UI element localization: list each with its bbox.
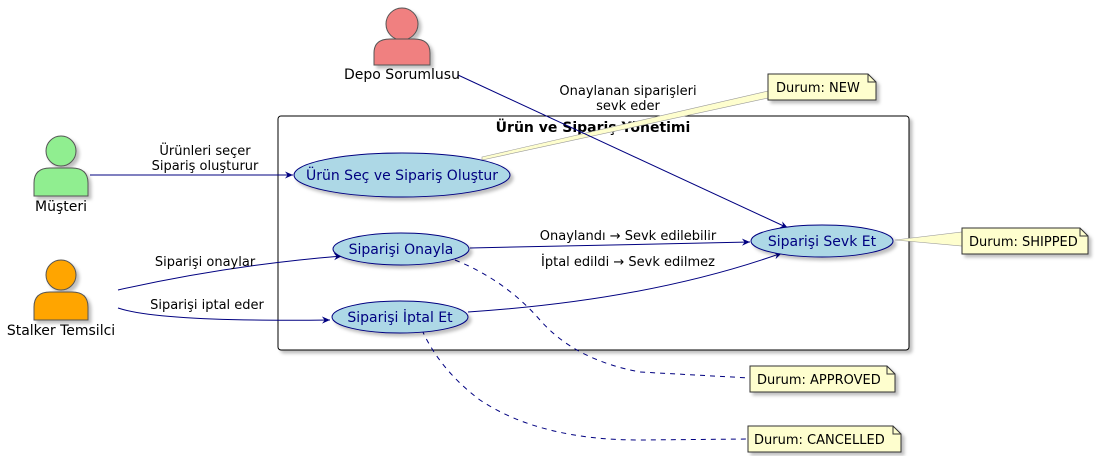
note-approved-link — [454, 259, 751, 379]
note-shipped: Durum: SHIPPED — [961, 227, 1089, 255]
edge-label-customer-2: Sipariş oluşturur — [152, 159, 259, 174]
actor-warehouse[interactable]: Depo Sorumlusu — [344, 7, 460, 83]
note-shipped-text: Durum: SHIPPED — [969, 235, 1078, 250]
edges — [90, 74, 789, 324]
actor-customer[interactable]: Müşteri — [33, 135, 89, 215]
note-approved-text: Durum: APPROVED — [757, 373, 881, 388]
edge-cancel-ship — [467, 252, 783, 313]
actor-sales-label: Stalker Temsilci — [7, 323, 115, 339]
edge-labels: Ürünleri seçer Sipariş oluşturur Onaylan… — [150, 84, 717, 313]
usecase-ship-label: Siparişi Sevk Et — [768, 234, 877, 250]
note-cancelled-link — [421, 329, 751, 441]
note-new: Durum: NEW — [767, 73, 877, 101]
sales-person-icon — [33, 259, 89, 321]
edge-warehouse-ship — [457, 74, 789, 229]
usecase-cancel-label: Siparişi İptal Et — [347, 308, 453, 326]
edge-label-approve-ship: Onaylandı → Sevk edilebilir — [540, 229, 717, 244]
usecase-cancel[interactable]: Siparişi İptal Et — [331, 300, 469, 334]
usecase-create-order[interactable]: Ürün Seç ve Sipariş Oluştur — [293, 152, 511, 198]
note-cancelled: Durum: CANCELLED — [747, 425, 902, 453]
note-cancelled-text: Durum: CANCELLED — [754, 433, 885, 448]
note-approved: Durum: APPROVED — [749, 365, 896, 393]
edge-label-warehouse-1: Onaylanan siparişleri — [559, 84, 696, 99]
usecase-create-order-label: Ürün Seç ve Sipariş Oluştur — [306, 166, 498, 184]
note-new-text: Durum: NEW — [776, 81, 860, 96]
warehouse-person-icon — [373, 7, 431, 66]
actor-customer-label: Müşteri — [35, 199, 87, 215]
edge-sales-cancel — [117, 307, 331, 324]
customer-person-icon — [33, 135, 89, 197]
edge-label-cancel-ship: İptal edildi → Sevk edilmez — [541, 254, 715, 270]
edge-label-warehouse-2: sevk eder — [596, 99, 660, 114]
edge-label-sales-approve: Siparişi onaylar — [155, 255, 256, 270]
actor-sales[interactable]: Stalker Temsilci — [7, 259, 115, 339]
usecase-approve[interactable]: Siparişi Onayla — [332, 232, 470, 266]
edge-label-sales-cancel: Siparişi iptal eder — [150, 298, 264, 313]
usecase-approve-label: Siparişi Onayla — [349, 242, 454, 258]
edge-label-customer-1: Ürünleri seçer — [159, 142, 251, 159]
actor-warehouse-label: Depo Sorumlusu — [344, 67, 460, 83]
edge-sales-approve — [117, 253, 343, 291]
edge-approve-ship — [469, 238, 751, 249]
usecase-ship[interactable]: Siparişi Sevk Et — [750, 224, 894, 258]
